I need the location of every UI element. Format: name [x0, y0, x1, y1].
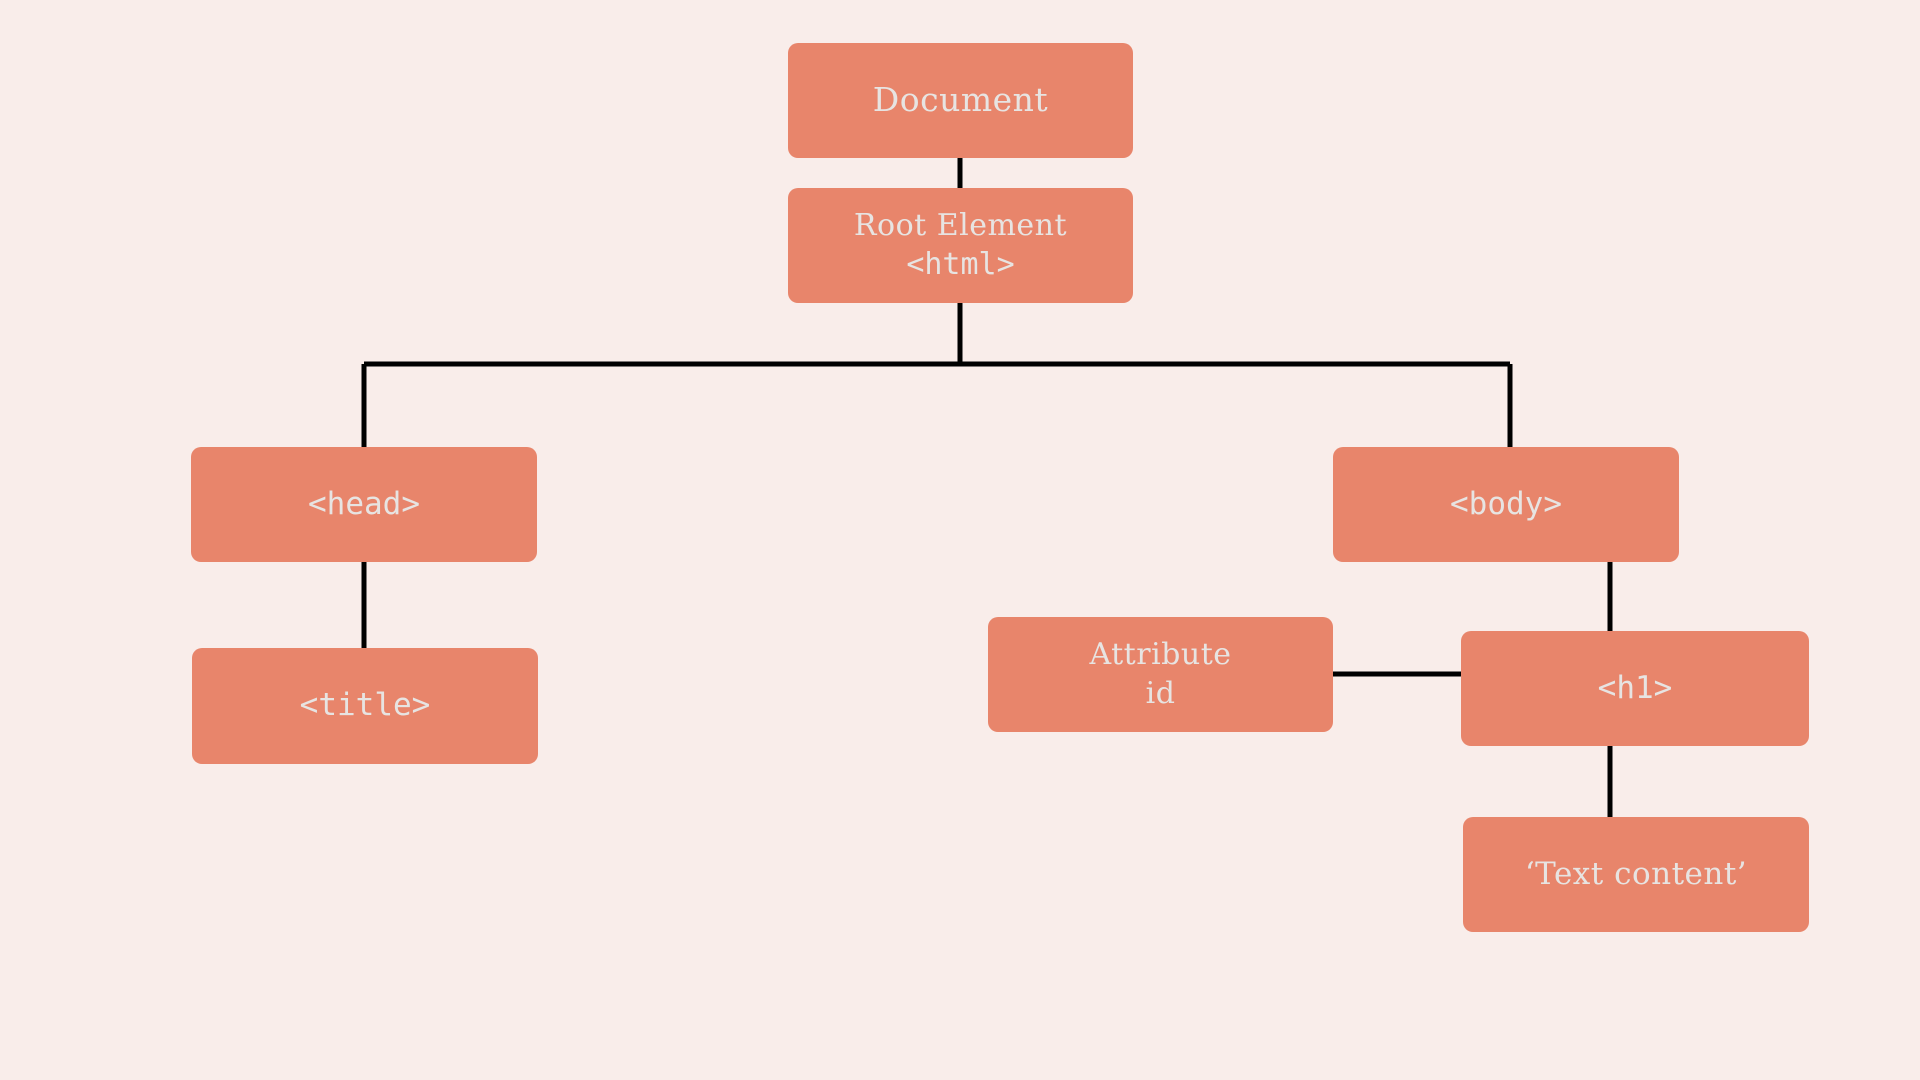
node-head-label: <head> — [308, 485, 420, 522]
node-title-label: <title> — [299, 687, 431, 724]
node-title[interactable]: <title> — [192, 648, 538, 764]
node-document[interactable]: Document — [788, 43, 1133, 158]
node-body[interactable]: <body> — [1333, 447, 1679, 562]
node-attribute-title: Attribute — [1089, 637, 1232, 673]
node-text-content[interactable]: ‘Text content’ — [1463, 817, 1809, 932]
node-attribute-name: id — [1145, 675, 1176, 711]
node-text-content-label: ‘Text content’ — [1524, 855, 1748, 892]
node-attribute[interactable]: Attribute id — [988, 617, 1333, 732]
node-root-element-title: Root Element — [853, 208, 1068, 244]
node-h1-label: <h1> — [1597, 669, 1673, 706]
node-root-element-tag: <html> — [906, 246, 1015, 282]
node-head[interactable]: <head> — [191, 447, 537, 562]
node-h1[interactable]: <h1> — [1461, 631, 1809, 746]
node-root-element[interactable]: Root Element <html> — [788, 188, 1133, 303]
node-body-label: <body> — [1450, 485, 1562, 522]
node-document-label: Document — [872, 80, 1049, 120]
